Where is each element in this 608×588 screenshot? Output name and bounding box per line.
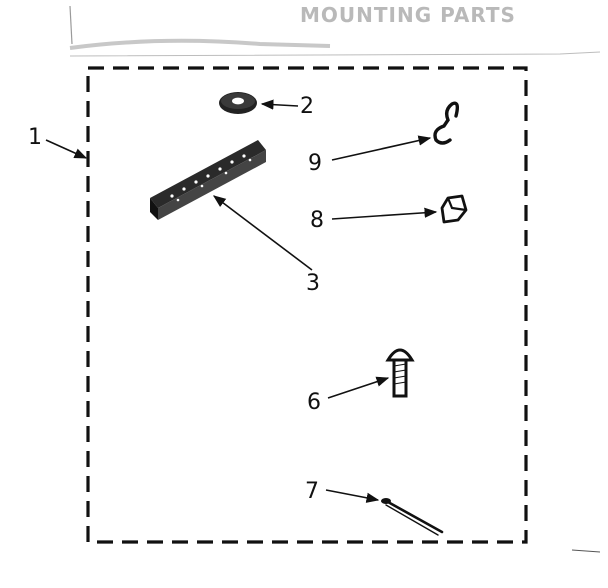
bolt-icon bbox=[385, 348, 415, 398]
callout-9-label: 9 bbox=[308, 151, 322, 176]
kit-boundary bbox=[86, 66, 528, 544]
callout-2-label: 2 bbox=[300, 94, 314, 119]
part-7: 7 bbox=[305, 479, 444, 536]
mounting-bracket-icon bbox=[150, 140, 266, 220]
washer-icon bbox=[219, 92, 257, 114]
part-3: 3 bbox=[150, 140, 320, 296]
part-2: 2 bbox=[219, 92, 314, 119]
callout-3-label: 3 bbox=[306, 271, 320, 296]
part-8: 8 bbox=[310, 194, 468, 233]
hook-icon bbox=[433, 101, 460, 145]
callout-1: 1 bbox=[28, 125, 88, 159]
header-strip: MOUNTING PARTS bbox=[69, 3, 601, 57]
cotter-pin-icon bbox=[381, 498, 444, 536]
callout-1-label: 1 bbox=[28, 125, 42, 150]
callout-6-label: 6 bbox=[307, 390, 321, 415]
scan-mark bbox=[571, 549, 601, 553]
callout-7-label: 7 bbox=[305, 479, 319, 504]
part-9: 9 bbox=[308, 101, 460, 176]
clip-icon bbox=[440, 194, 468, 224]
header-title: MOUNTING PARTS bbox=[300, 3, 516, 27]
part-6: 6 bbox=[307, 348, 415, 415]
callout-8-label: 8 bbox=[310, 208, 324, 233]
